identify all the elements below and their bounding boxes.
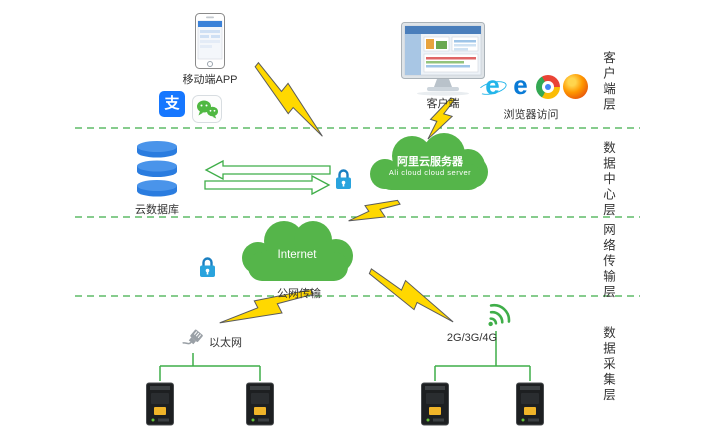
cellular-label: 2G/3G/4G xyxy=(446,332,498,344)
ethernet-plug-icon xyxy=(180,327,206,358)
edge-browser-icon: e xyxy=(508,70,533,100)
device-icon xyxy=(245,381,275,432)
public-network-label: 公网传输 xyxy=(277,288,321,300)
ali-cloud-label-cn: 阿里云服务器 xyxy=(397,156,463,168)
device-icon xyxy=(145,381,175,432)
lightning-icon xyxy=(425,94,457,144)
ie-glyph: e xyxy=(485,70,500,100)
mobile-app-label: 移动端APP xyxy=(182,74,238,86)
lock-icon xyxy=(198,255,217,283)
client-pc-label: 客户端 xyxy=(426,98,460,110)
firefox-browser-icon xyxy=(563,74,588,99)
ethernet-connector-lines xyxy=(159,353,261,381)
mobile-phone-icon xyxy=(195,13,225,74)
lightning-icon xyxy=(245,61,334,140)
wechat-icon xyxy=(192,95,222,128)
layer-label-collection: 数据采集层 xyxy=(601,326,615,404)
edge-glyph: e xyxy=(513,70,528,100)
alipay-glyph: 支 xyxy=(164,95,180,112)
device-icon xyxy=(420,381,450,432)
lightning-icon xyxy=(363,266,461,325)
lightning-icon xyxy=(347,189,402,235)
internet-label: Internet xyxy=(277,249,317,261)
cloud-db-label: 云数据库 xyxy=(135,204,179,216)
lightning-icon xyxy=(218,276,314,340)
device-icon xyxy=(515,381,545,432)
chrome-browser-icon xyxy=(536,75,560,99)
layer-label-datacenter: 数据中心层 xyxy=(601,141,615,219)
lock-icon xyxy=(334,167,353,195)
layer-label-client: 客户端层 xyxy=(601,51,615,113)
alipay-icon: 支 xyxy=(159,91,185,117)
sync-double-arrow-icon xyxy=(204,159,331,196)
ali-cloud-label-en: Ali cloud cloud server xyxy=(388,168,472,177)
internet-cloud-shape xyxy=(242,221,353,281)
ali-cloud-shape xyxy=(370,133,488,190)
cellular-connector-lines xyxy=(434,331,531,381)
layer-label-network: 网络传输层 xyxy=(601,223,615,301)
database-icon xyxy=(135,141,179,203)
wifi-signal-icon xyxy=(479,298,513,335)
browsers-label: 浏览器访问 xyxy=(503,109,559,121)
desktop-monitor-icon xyxy=(401,22,485,101)
ethernet-label: 以太网 xyxy=(209,337,242,349)
ie-browser-icon: e xyxy=(476,70,509,100)
